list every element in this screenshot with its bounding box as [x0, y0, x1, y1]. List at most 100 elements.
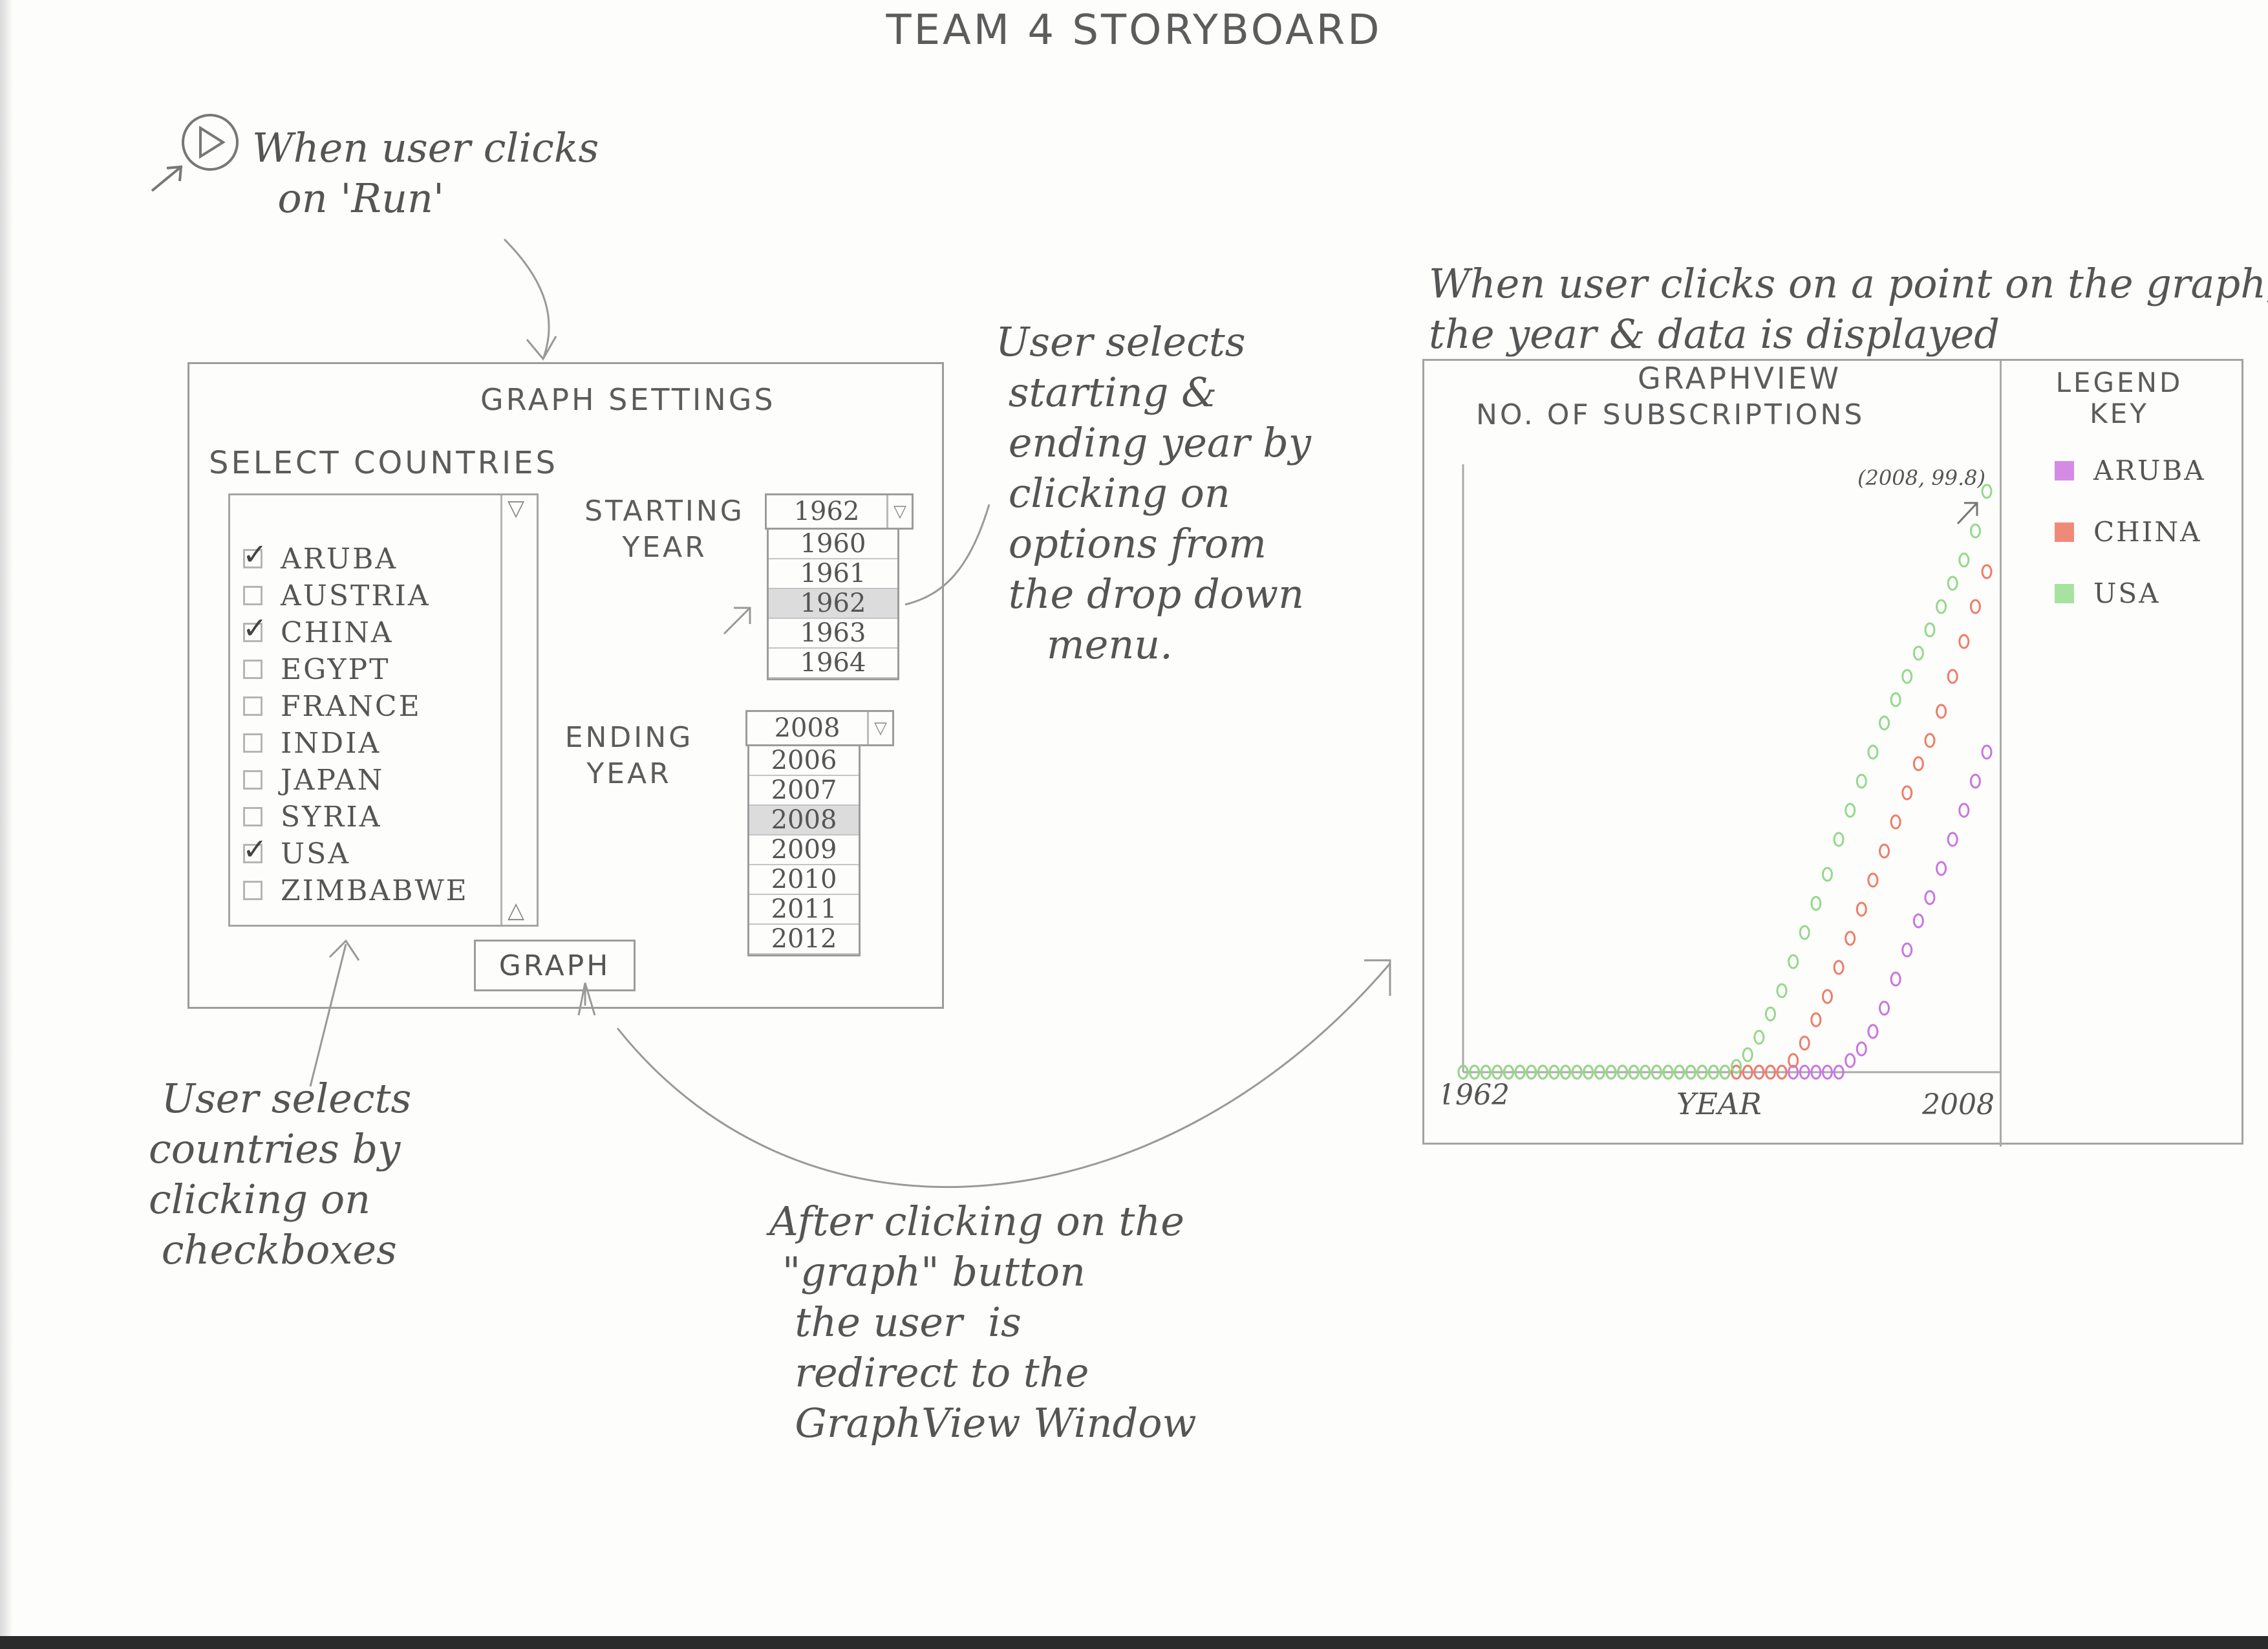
data-point-usa[interactable] [1685, 1064, 1696, 1080]
scroll-down-icon[interactable]: ▽ [508, 495, 525, 521]
data-point-aruba[interactable] [1969, 773, 1981, 789]
country-checkbox[interactable] [243, 696, 262, 716]
data-point-china[interactable] [1833, 960, 1845, 975]
ending_year-option[interactable]: 2009 [749, 835, 859, 865]
country-checkbox[interactable] [243, 586, 262, 605]
data-point-usa[interactable] [1810, 896, 1822, 911]
starting-year-dropdown[interactable]: 1962 ▽ [765, 493, 914, 530]
data-point-china[interactable] [1776, 1064, 1788, 1080]
data-point-china[interactable] [1969, 599, 1981, 614]
data-point-usa[interactable] [1662, 1064, 1674, 1080]
data-point-china[interactable] [1845, 931, 1856, 946]
data-point-china[interactable] [1958, 634, 1970, 649]
data-point-usa[interactable] [1503, 1064, 1514, 1080]
data-point-aruba[interactable] [1799, 1064, 1810, 1080]
data-point-usa[interactable] [1492, 1064, 1503, 1080]
data-point-usa[interactable] [1936, 599, 1947, 614]
data-point-usa[interactable] [1879, 715, 1890, 731]
data-point-usa[interactable] [1696, 1064, 1708, 1080]
data-point-china[interactable] [1912, 756, 1924, 771]
country-checkbox[interactable]: ✓ [242, 610, 268, 645]
data-point-china[interactable] [1879, 843, 1890, 859]
country-row-egypt[interactable]: EGYPT [243, 651, 502, 687]
data-point-aruba[interactable] [1845, 1053, 1856, 1068]
data-point-usa[interactable] [1526, 1064, 1537, 1080]
data-point-usa[interactable] [1457, 1064, 1469, 1080]
data-point-usa[interactable] [1867, 744, 1879, 760]
data-point-aruba[interactable] [1821, 1064, 1833, 1080]
country-row-aruba[interactable]: ✓ARUBA [242, 537, 502, 577]
data-point-aruba[interactable] [1958, 803, 1970, 818]
data-point-aruba[interactable] [1936, 861, 1947, 876]
data-point-china[interactable] [1764, 1064, 1776, 1080]
data-point-china[interactable] [1753, 1064, 1765, 1080]
data-point-usa[interactable] [1764, 1006, 1776, 1022]
country-row-usa[interactable]: ✓USA [242, 832, 502, 872]
data-point-aruba[interactable] [1901, 942, 1913, 958]
data-point-china[interactable] [1981, 564, 1993, 579]
ending_year-option[interactable]: 2010 [749, 865, 859, 895]
data-point-usa[interactable] [1845, 803, 1856, 818]
country-checkbox[interactable]: ✓ [242, 832, 268, 867]
data-point-usa[interactable] [1788, 954, 1799, 969]
data-point-china[interactable] [1810, 1012, 1822, 1028]
data-point-usa[interactable] [1674, 1064, 1685, 1080]
data-point-usa[interactable] [1628, 1064, 1640, 1080]
data-point-aruba[interactable] [1833, 1064, 1845, 1080]
data-point-usa[interactable] [1742, 1047, 1753, 1062]
data-point-usa[interactable] [1821, 867, 1833, 882]
data-point-usa[interactable] [1537, 1064, 1548, 1080]
data-point-usa[interactable] [1514, 1064, 1526, 1080]
country-row-syria[interactable]: SYRIA [243, 799, 502, 835]
graph-button[interactable]: GRAPH [474, 940, 636, 991]
data-point-aruba[interactable] [1981, 744, 1993, 760]
ending_year-option[interactable]: 2007 [749, 776, 859, 806]
data-point-china[interactable] [1901, 785, 1913, 801]
starting_year-option[interactable]: 1963 [769, 619, 897, 649]
data-point-china[interactable] [1890, 814, 1901, 830]
data-point-usa[interactable] [1548, 1064, 1560, 1080]
ending_year-option[interactable]: 2012 [749, 925, 859, 954]
data-point-usa[interactable] [1559, 1064, 1571, 1080]
data-point-china[interactable] [1947, 669, 1958, 684]
country-checkbox[interactable] [243, 807, 262, 826]
data-point-china[interactable] [1867, 872, 1879, 888]
data-point-usa[interactable] [1799, 925, 1810, 940]
dropdown-arrow-icon[interactable]: ▽ [886, 495, 912, 528]
data-point-usa[interactable] [1707, 1064, 1719, 1080]
country-row-china[interactable]: ✓CHINA [242, 610, 502, 651]
data-point-china[interactable] [1742, 1064, 1753, 1080]
data-point-usa[interactable] [1753, 1029, 1765, 1045]
data-point-usa[interactable] [1890, 692, 1901, 707]
data-point-usa[interactable] [1719, 1064, 1731, 1080]
country-row-france[interactable]: FRANCE [243, 688, 502, 724]
data-point-usa[interactable] [1480, 1064, 1492, 1080]
data-point-china[interactable] [1924, 733, 1936, 748]
dropdown-arrow-icon[interactable]: ▽ [867, 712, 892, 744]
data-point-china[interactable] [1731, 1064, 1742, 1080]
data-point-aruba[interactable] [1912, 913, 1924, 929]
data-point-aruba[interactable] [1947, 832, 1958, 847]
country-list-scrollbar[interactable]: ▽ △ [500, 495, 537, 925]
data-point-aruba[interactable] [1924, 890, 1936, 905]
country-checkbox[interactable]: ✓ [242, 537, 268, 572]
country-row-zimbabwe[interactable]: ZIMBABWE [243, 872, 502, 909]
data-point-china[interactable] [1821, 989, 1833, 1004]
data-point-china[interactable] [1936, 704, 1947, 719]
data-point-usa[interactable] [1571, 1064, 1583, 1080]
ending_year-option[interactable]: 2006 [749, 746, 859, 776]
country-checkbox[interactable] [243, 881, 262, 900]
ending_year-option[interactable]: 2011 [749, 895, 859, 925]
ending_year-option[interactable]: 2008 [749, 806, 859, 835]
country-row-japan[interactable]: JAPAN [243, 762, 502, 798]
data-point-usa[interactable] [1469, 1064, 1481, 1080]
data-point-usa[interactable] [1583, 1064, 1594, 1080]
data-point-usa[interactable] [1947, 576, 1958, 591]
starting_year-option[interactable]: 1961 [769, 559, 897, 589]
data-point-china[interactable] [1856, 901, 1867, 917]
country-checkbox[interactable] [243, 733, 262, 753]
data-point-usa[interactable] [1833, 832, 1845, 847]
ending-year-dropdown[interactable]: 2008 ▽ [745, 710, 894, 746]
